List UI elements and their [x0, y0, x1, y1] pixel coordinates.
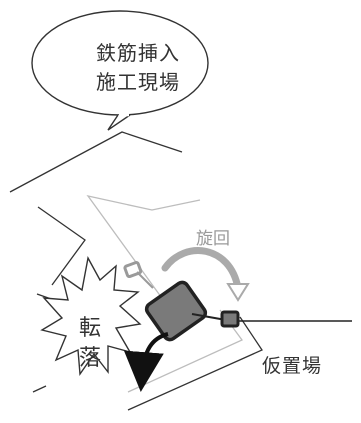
rotation-label: 旋回 — [196, 229, 230, 249]
fall-starburst-icon — [40, 255, 142, 376]
storage-area-label: 仮置場 — [262, 355, 323, 377]
rotation-arrow-icon — [161, 247, 250, 302]
bubble-text-line1: 鉄筋挿入 — [96, 41, 180, 65]
bubble-text-line2: 施工現場 — [96, 70, 180, 94]
fall-label-char1: 転 — [79, 316, 102, 341]
fall-arrow-icon — [123, 332, 169, 392]
ghost-bucket-icon — [123, 261, 154, 289]
fall-label-char2: 落 — [79, 346, 102, 371]
crawler-machine-icon — [144, 280, 352, 342]
site-bubble — [31, 10, 209, 131]
